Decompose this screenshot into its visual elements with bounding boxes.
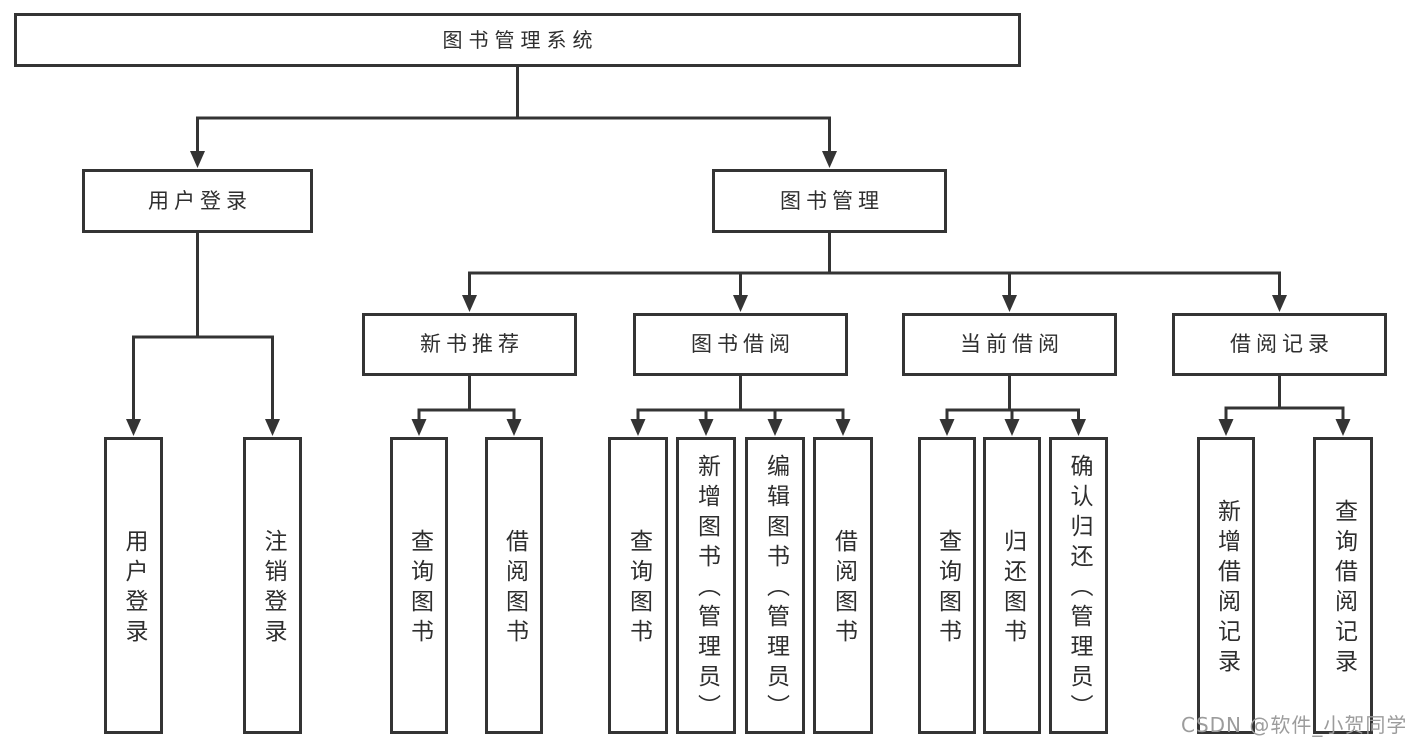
- node-leaf-logout: 注销登录: [243, 437, 302, 734]
- node-current-borrow: 当前借阅: [902, 313, 1117, 376]
- node-leaf-query-borrow-record: 查询借阅记录: [1313, 437, 1373, 734]
- node-library-system-label: 图书管理系统: [442, 27, 599, 52]
- node-leaf-return-books-label: 归还图书: [999, 529, 1026, 649]
- node-leaf-query-books-borrow-label: 查询图书: [625, 529, 652, 649]
- node-leaf-return-books: 归还图书: [983, 437, 1041, 734]
- node-borrow-records: 借阅记录: [1172, 313, 1387, 376]
- node-book-borrow-label: 图书借阅: [691, 332, 795, 357]
- node-leaf-borrow-books-label: 借阅图书: [830, 529, 857, 649]
- node-current-borrow-label: 当前借阅: [960, 332, 1064, 357]
- node-leaf-edit-books-admin: 编辑图书（管理员）: [745, 437, 805, 734]
- node-leaf-borrow-books: 借阅图书: [813, 437, 873, 734]
- node-book-management-label: 图书管理: [780, 188, 884, 213]
- node-leaf-query-books-current-label: 查询图书: [934, 529, 961, 649]
- node-book-borrow: 图书借阅: [633, 313, 848, 376]
- node-leaf-confirm-return-admin-label: 确认归还（管理员）: [1066, 454, 1092, 724]
- node-leaf-edit-books-admin-label: 编辑图书（管理员）: [762, 454, 789, 724]
- node-leaf-query-borrow-record-label: 查询借阅记录: [1330, 499, 1357, 679]
- node-leaf-add-borrow-record: 新增借阅记录: [1197, 437, 1255, 734]
- node-leaf-logout-label: 注销登录: [260, 529, 286, 649]
- node-user-login-label: 用户登录: [148, 188, 252, 213]
- watermark-text: CSDN @软件_小贺同学: [1181, 713, 1405, 737]
- node-leaf-user-login: 用户登录: [104, 437, 163, 734]
- node-leaf-borrow-books-recommend: 借阅图书: [485, 437, 543, 734]
- node-book-management: 图书管理: [712, 169, 947, 233]
- node-borrow-records-label: 借阅记录: [1230, 332, 1334, 357]
- node-leaf-user-login-label: 用户登录: [121, 529, 147, 649]
- node-library-system: 图书管理系统: [14, 13, 1021, 67]
- node-leaf-query-books-recommend-label: 查询图书: [406, 529, 433, 649]
- node-leaf-add-borrow-record-label: 新增借阅记录: [1213, 499, 1240, 679]
- node-new-book-recommend-label: 新书推荐: [420, 332, 524, 357]
- node-leaf-query-books-recommend: 查询图书: [390, 437, 448, 734]
- node-leaf-borrow-books-recommend-label: 借阅图书: [501, 529, 528, 649]
- node-leaf-query-books-borrow: 查询图书: [608, 437, 668, 734]
- node-leaf-query-books-current: 查询图书: [918, 437, 976, 734]
- node-user-login: 用户登录: [82, 169, 313, 233]
- node-leaf-confirm-return-admin: 确认归还（管理员）: [1049, 437, 1108, 734]
- node-leaf-add-books-admin: 新增图书（管理员）: [676, 437, 736, 734]
- node-new-book-recommend: 新书推荐: [362, 313, 577, 376]
- node-leaf-add-books-admin-label: 新增图书（管理员）: [693, 454, 720, 724]
